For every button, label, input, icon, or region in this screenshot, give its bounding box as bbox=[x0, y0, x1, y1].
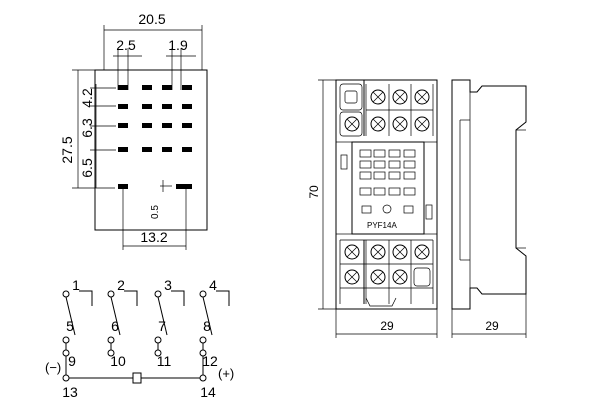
dim-width-total: 20.5 bbox=[138, 11, 165, 27]
contact-group-2 bbox=[107, 290, 138, 357]
terminal-7: 7 bbox=[158, 318, 166, 334]
dim-left-pitch: 2.5 bbox=[116, 37, 136, 53]
coil-symbol bbox=[132, 372, 142, 384]
dim-small-offset: 0.5 bbox=[150, 205, 161, 219]
side-profile bbox=[451, 79, 527, 310]
front-view: PYF14A 70 bbox=[307, 79, 438, 338]
terminal-2: 2 bbox=[117, 277, 125, 293]
wiring-schematic: 1 2 3 4 5 6 7 8 9 10 11 12 13 14 (−) (+) bbox=[45, 277, 234, 400]
terminal-1: 1 bbox=[72, 277, 80, 293]
model-label: PYF14A bbox=[367, 221, 397, 230]
dim-bottom-width: 13.2 bbox=[140, 229, 167, 245]
terminal-8: 8 bbox=[203, 318, 211, 334]
bottom-terminal-block bbox=[339, 239, 434, 307]
terminal-5: 5 bbox=[66, 318, 74, 334]
relay-socket: PYF14A bbox=[336, 141, 437, 235]
dim-row-pitch-c: 6.5 bbox=[79, 158, 95, 178]
pin-grid bbox=[118, 85, 192, 189]
footprint-view: 20.5 2.5 1.9 27.5 4.2 6.3 6.5 bbox=[59, 11, 208, 250]
terminal-11: 11 bbox=[157, 353, 172, 369]
dim-front-height: 70 bbox=[307, 185, 321, 199]
plus-label: (+) bbox=[218, 366, 234, 381]
terminal-13: 13 bbox=[62, 384, 78, 400]
dim-side-width: 29 bbox=[485, 319, 499, 333]
dim-front-width: 29 bbox=[380, 319, 394, 333]
front-body bbox=[335, 79, 438, 310]
dim-right-pitch: 1.9 bbox=[168, 37, 188, 53]
contact-group-3 bbox=[154, 290, 185, 357]
terminal-12: 12 bbox=[202, 353, 218, 369]
dim-row-pitch-a: 4.2 bbox=[79, 88, 95, 108]
dim-height-total: 27.5 bbox=[59, 136, 75, 163]
terminal-3: 3 bbox=[164, 277, 172, 293]
side-view: 29 bbox=[451, 79, 527, 338]
top-terminal-block bbox=[339, 83, 434, 137]
terminal-4: 4 bbox=[209, 277, 217, 293]
terminal-10: 10 bbox=[110, 353, 126, 369]
terminal-6: 6 bbox=[111, 318, 119, 334]
minus-label: (−) bbox=[45, 360, 61, 375]
terminal-9: 9 bbox=[68, 353, 76, 369]
contact-group-4 bbox=[199, 290, 230, 357]
dim-row-pitch-b: 6.3 bbox=[79, 118, 95, 138]
socket-face bbox=[351, 141, 425, 235]
terminal-14: 14 bbox=[200, 384, 216, 400]
